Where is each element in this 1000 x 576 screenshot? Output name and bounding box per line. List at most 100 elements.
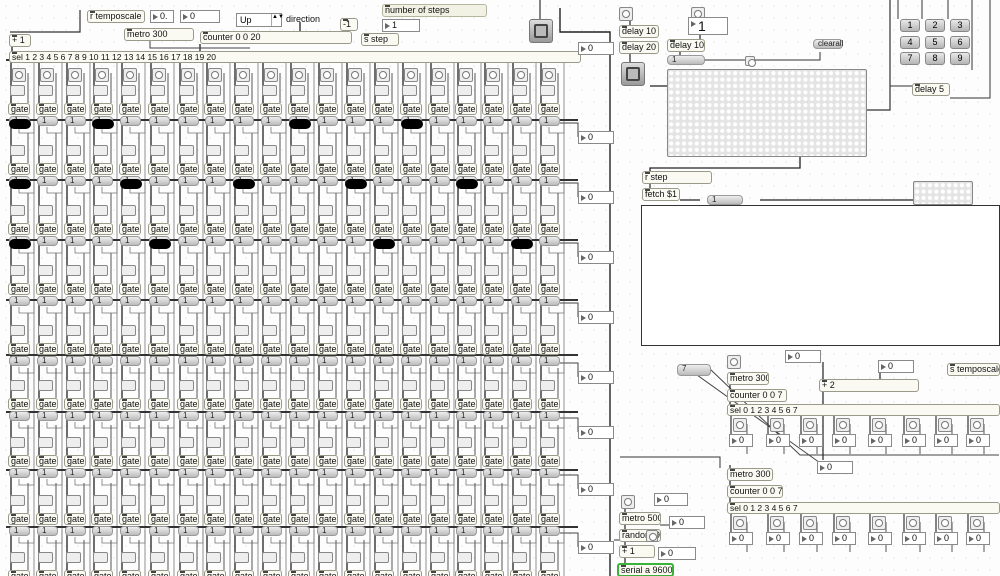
gate-object[interactable]: gate bbox=[316, 223, 338, 235]
gate-object[interactable]: gate bbox=[316, 163, 338, 175]
gate-toggle[interactable] bbox=[66, 145, 81, 156]
gate-object[interactable]: gate bbox=[260, 103, 282, 115]
gate-object[interactable]: gate bbox=[8, 398, 30, 410]
gate-toggle[interactable] bbox=[150, 85, 165, 96]
gate-output-slab[interactable]: 1 bbox=[429, 236, 450, 246]
gate-object[interactable]: gate bbox=[119, 513, 141, 525]
gate-object[interactable]: gate bbox=[510, 455, 532, 467]
step-bang-button[interactable] bbox=[236, 68, 250, 82]
rhythm1-num[interactable]: 0 bbox=[832, 434, 856, 447]
gate-output-slab[interactable]: 1 bbox=[539, 236, 560, 246]
gate-toggle[interactable] bbox=[290, 325, 305, 336]
gate-output-slab[interactable]: 1 bbox=[539, 356, 560, 366]
gate-toggle[interactable] bbox=[66, 265, 81, 276]
step-bang-button[interactable] bbox=[348, 68, 362, 82]
delay-20-object[interactable]: delay 20 bbox=[619, 41, 659, 54]
counter-r1-object[interactable]: counter 0 0 7 bbox=[727, 389, 787, 402]
gate-object[interactable]: gate bbox=[428, 283, 450, 295]
active-step-marker[interactable] bbox=[289, 119, 311, 129]
metro-r2-object[interactable]: metro 300 bbox=[727, 468, 773, 481]
gate-toggle[interactable] bbox=[430, 380, 445, 391]
gate-toggle[interactable] bbox=[290, 495, 305, 506]
gate-toggle[interactable] bbox=[318, 205, 333, 216]
gate-output-slab[interactable]: 1 bbox=[289, 236, 310, 246]
gate-toggle[interactable] bbox=[402, 205, 417, 216]
gate-object[interactable]: gate bbox=[204, 163, 226, 175]
gate-output-slab[interactable]: 1 bbox=[345, 356, 366, 366]
gate-object[interactable]: gate bbox=[36, 283, 58, 295]
gate-toggle[interactable] bbox=[540, 552, 555, 563]
gate-toggle[interactable] bbox=[318, 552, 333, 563]
r-temposcale-object[interactable]: r temposcale bbox=[87, 10, 145, 23]
counter-r2-object[interactable]: counter 0 0 7 bbox=[727, 485, 783, 498]
rhythm2-bang[interactable] bbox=[938, 516, 952, 530]
gate-toggle[interactable] bbox=[38, 145, 53, 156]
gate-object[interactable]: gate bbox=[8, 223, 30, 235]
rhythm2-bang[interactable] bbox=[872, 516, 886, 530]
gate-object[interactable]: gate bbox=[91, 283, 113, 295]
gate-toggle[interactable] bbox=[540, 265, 555, 276]
gate-toggle[interactable] bbox=[512, 145, 527, 156]
gate-toggle[interactable] bbox=[10, 205, 25, 216]
gate-output-slab[interactable]: 1 bbox=[65, 236, 86, 246]
sel-r2-object[interactable]: sel 0 1 2 3 4 5 6 7 bbox=[727, 502, 1000, 514]
gate-output-slab[interactable]: 1 bbox=[456, 236, 477, 246]
gate-object[interactable]: gate bbox=[510, 163, 532, 175]
gate-output-slab[interactable]: 1 bbox=[289, 411, 310, 421]
gate-object[interactable]: gate bbox=[91, 343, 113, 355]
gate-object[interactable]: gate bbox=[428, 455, 450, 467]
gate-output-slab[interactable]: 1 bbox=[429, 356, 450, 366]
gate-object[interactable]: gate bbox=[260, 163, 282, 175]
gate-toggle[interactable] bbox=[484, 552, 499, 563]
gate-object[interactable]: gate bbox=[288, 283, 310, 295]
gate-output-slab[interactable]: 1 bbox=[456, 411, 477, 421]
gate-object[interactable]: gate bbox=[344, 163, 366, 175]
gate-object[interactable]: gate bbox=[372, 455, 394, 467]
gate-toggle[interactable] bbox=[540, 495, 555, 506]
gate-object[interactable]: gate bbox=[91, 570, 113, 576]
gate-object[interactable]: gate bbox=[372, 343, 394, 355]
rhythm-num-3[interactable]: 0 bbox=[817, 461, 853, 474]
gate-object[interactable]: gate bbox=[482, 513, 504, 525]
gate-output-slab[interactable]: 1 bbox=[429, 296, 450, 306]
gate-object[interactable]: gate bbox=[455, 223, 477, 235]
gate-toggle[interactable] bbox=[512, 325, 527, 336]
gate-toggle[interactable] bbox=[512, 552, 527, 563]
gate-object[interactable]: gate bbox=[372, 570, 394, 576]
gate-output-slab[interactable]: 1 bbox=[261, 116, 282, 126]
fetch-output-slab[interactable]: 1 bbox=[707, 195, 743, 205]
gate-toggle[interactable] bbox=[512, 495, 527, 506]
gate-toggle[interactable] bbox=[206, 145, 221, 156]
gate-object[interactable]: gate bbox=[91, 223, 113, 235]
gate-object[interactable]: gate bbox=[260, 513, 282, 525]
gate-object[interactable]: gate bbox=[455, 163, 477, 175]
gate-output-slab[interactable]: 1 bbox=[9, 468, 30, 478]
keypad-7[interactable]: 7 bbox=[900, 52, 920, 65]
gate-object[interactable]: gate bbox=[316, 103, 338, 115]
gate-object[interactable]: gate bbox=[510, 343, 532, 355]
gate-object[interactable]: gate bbox=[8, 343, 30, 355]
gate-output-slab[interactable]: 1 bbox=[539, 411, 560, 421]
gate-object[interactable]: gate bbox=[510, 398, 532, 410]
gate-object[interactable]: gate bbox=[204, 283, 226, 295]
step-bang-button[interactable] bbox=[376, 68, 390, 82]
gate-object[interactable]: gate bbox=[204, 513, 226, 525]
gate-toggle[interactable] bbox=[150, 380, 165, 391]
gate-toggle[interactable] bbox=[38, 552, 53, 563]
gate-toggle[interactable] bbox=[512, 437, 527, 448]
gate-object[interactable]: gate bbox=[400, 570, 422, 576]
gate-toggle[interactable] bbox=[484, 325, 499, 336]
gate-output-slab[interactable]: 1 bbox=[289, 296, 310, 306]
gate-output-slab[interactable]: 1 bbox=[261, 176, 282, 186]
gate-output-slab[interactable]: 1 bbox=[261, 356, 282, 366]
row-output-number[interactable]: 0 bbox=[578, 191, 614, 204]
gate-object[interactable]: gate bbox=[119, 223, 141, 235]
keypad-4[interactable]: 4 bbox=[900, 36, 920, 49]
gate-output-slab[interactable]: 1 bbox=[539, 468, 560, 478]
gate-toggle[interactable] bbox=[93, 145, 108, 156]
gate-output-slab[interactable]: 1 bbox=[483, 468, 504, 478]
gate-toggle[interactable] bbox=[10, 145, 25, 156]
rhythm1-bang[interactable] bbox=[836, 418, 850, 432]
gate-toggle[interactable] bbox=[38, 85, 53, 96]
gate-toggle[interactable] bbox=[206, 325, 221, 336]
